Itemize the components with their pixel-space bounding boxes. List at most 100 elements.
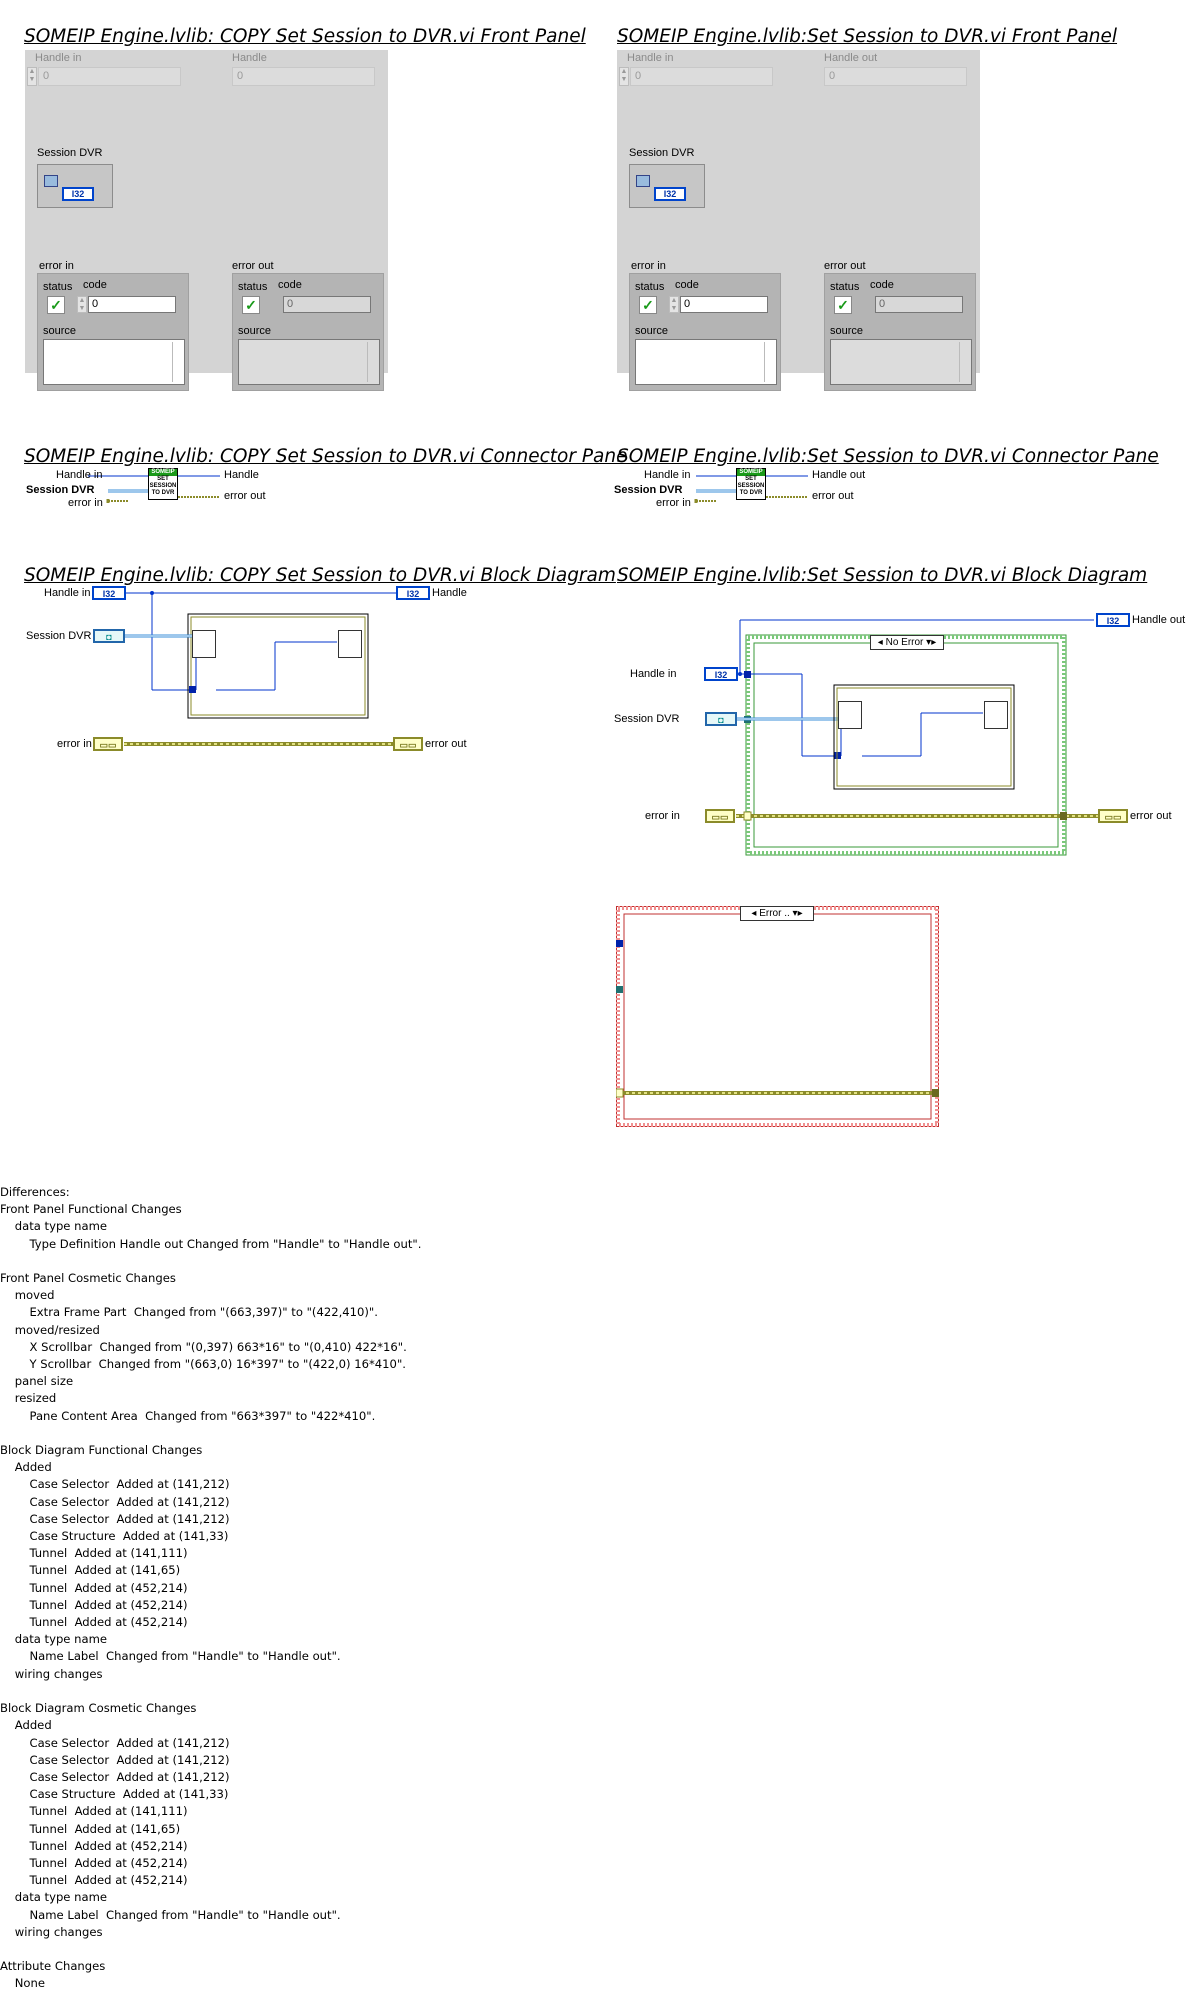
code-spinner[interactable]: ▲▼ [669, 296, 679, 313]
case-label: No Error [885, 637, 924, 648]
code-field[interactable]: 0 [88, 296, 176, 313]
i32-type-icon: I32 [62, 187, 94, 201]
source-field [830, 339, 972, 385]
source-field[interactable] [43, 339, 185, 385]
icon-line: SET [745, 476, 757, 482]
bd-handle-out-terminal[interactable]: I32 [396, 586, 430, 600]
code-field[interactable]: 0 [680, 296, 768, 313]
bd-error-in-label: error in [57, 738, 92, 750]
bd-handle-in-label: Handle in [44, 587, 91, 599]
status-check-icon[interactable]: ✓ [47, 296, 65, 314]
code-field: 0 [283, 296, 371, 313]
cp-error-in-label: error in [656, 497, 691, 509]
bd-session-dvr-terminal[interactable]: ◘ [705, 712, 737, 726]
left-block-diagram-title: SOMEIP Engine.lvlib: COPY Set Session to… [24, 565, 616, 586]
code-label: code [675, 279, 699, 291]
bd-error-in-terminal[interactable]: ▭▭ [93, 737, 123, 751]
error-out-label: error out [824, 260, 866, 272]
bd-session-dvr-label: Session DVR [26, 630, 92, 642]
code-label: code [278, 279, 302, 291]
right-front-panel-title: SOMEIP Engine.lvlib:Set Session to DVR.v… [617, 26, 1118, 47]
session-dvr-label: Session DVR [629, 147, 695, 159]
handle-in-spinner[interactable]: ▲▼ [619, 67, 629, 86]
handle-out-field: 0 [232, 67, 375, 86]
i32-type-icon: I32 [654, 187, 686, 201]
handle-out-label: Handle [232, 52, 267, 64]
bd-error-out-terminal[interactable]: ▭▭ [393, 737, 423, 751]
bd-error-in-terminal[interactable]: ▭▭ [705, 809, 735, 823]
vi-icon: SOMEIP SET SESSION TO DVR [148, 468, 178, 500]
session-dvr-label: Session DVR [37, 147, 103, 159]
right-connector-pane: Handle in Session DVR error in Handle ou… [612, 468, 912, 518]
session-dvr-control[interactable]: I32 [37, 164, 113, 208]
source-label: source [238, 325, 272, 337]
bd-handle-in-terminal[interactable]: I32 [704, 667, 738, 681]
status-check-icon[interactable]: ✓ [639, 296, 657, 314]
icon-line: SESSION [737, 483, 765, 489]
error-in-label: error in [39, 260, 74, 272]
write-dvr-icon[interactable] [338, 630, 362, 658]
session-dvr-control[interactable]: I32 [629, 164, 705, 208]
read-dvr-icon[interactable] [838, 701, 862, 729]
icon-line: TO DVR [151, 490, 175, 496]
cp-handle-in-label: Handle in [644, 469, 691, 481]
error-out-cluster: status code ✓ 0 source [824, 273, 976, 391]
status-check-icon: ✓ [834, 296, 852, 314]
code-spinner[interactable]: ▲▼ [77, 296, 87, 313]
right-block-diagram-title: SOMEIP Engine.lvlib:Set Session to DVR.v… [617, 565, 1148, 586]
bd-handle-out-terminal[interactable]: I32 [1096, 613, 1130, 627]
case-selector-error[interactable]: ◂ Error .. ▾▸ [740, 906, 814, 921]
status-label: status [43, 281, 73, 293]
bd-handle-in-terminal[interactable]: I32 [92, 586, 126, 600]
status-check-icon: ✓ [242, 296, 260, 314]
refnum-icon [44, 175, 58, 187]
handle-out-field: 0 [824, 67, 967, 86]
refnum-icon [636, 175, 650, 187]
icon-line: SET [157, 476, 169, 482]
bd-error-out-terminal[interactable]: ▭▭ [1098, 809, 1128, 823]
source-field[interactable] [635, 339, 777, 385]
bd-session-dvr-terminal[interactable]: ◘ [93, 629, 125, 643]
status-label: status [238, 281, 268, 293]
right-block-diagram: ◂ No Error ▾▸ I32 Handle out Handle in I… [612, 600, 1203, 870]
code-field: 0 [875, 296, 963, 313]
icon-line: SESSION [149, 483, 177, 489]
read-dvr-icon[interactable] [192, 630, 216, 658]
status-label: status [830, 281, 860, 293]
left-connector-pane-title: SOMEIP Engine.lvlib: COPY Set Session to… [24, 446, 628, 467]
bd-error-in-label: error in [645, 810, 680, 822]
differences-report: Differences: Front Panel Functional Chan… [0, 1185, 422, 1991]
cp-session-dvr-label: Session DVR [26, 484, 95, 496]
cp-error-out-label: error out [224, 490, 266, 502]
error-out-label: error out [232, 260, 274, 272]
case-selector-no-error[interactable]: ◂ No Error ▾▸ [870, 635, 944, 650]
source-label: source [635, 325, 669, 337]
error-in-label: error in [631, 260, 666, 272]
handle-in-field[interactable]: 0 [630, 67, 773, 86]
status-label: status [635, 281, 665, 293]
cp-session-dvr-label: Session DVR [614, 484, 683, 496]
icon-line: TO DVR [739, 490, 763, 496]
bd-handle-out-label: Handle [432, 587, 467, 599]
case-label: Error .. [759, 908, 790, 919]
right-bd-wires [736, 619, 1098, 856]
right-connector-pane-title: SOMEIP Engine.lvlib:Set Session to DVR.v… [617, 446, 1159, 467]
error-out-cluster: status code ✓ 0 source [232, 273, 384, 391]
icon-line: SOMEIP [737, 469, 765, 476]
handle-in-field[interactable]: 0 [38, 67, 181, 86]
cp-error-in-label: error in [68, 497, 103, 509]
error-case-frame [616, 906, 939, 1127]
cp-handle-out-label: Handle [224, 469, 259, 481]
left-bd-wires [124, 591, 396, 746]
cp-handle-in-label: Handle in [56, 469, 103, 481]
code-label: code [870, 279, 894, 291]
left-front-panel-title: SOMEIP Engine.lvlib: COPY Set Session to… [24, 26, 586, 47]
write-dvr-icon[interactable] [984, 701, 1008, 729]
bd-session-dvr-label: Session DVR [614, 713, 680, 725]
bd-error-out-label: error out [425, 738, 467, 750]
handle-in-label: Handle in [627, 52, 674, 64]
handle-in-spinner[interactable]: ▲▼ [27, 67, 37, 86]
source-label: source [43, 325, 77, 337]
left-front-panel: Handle in ▲▼ 0 Handle 0 Session DVR I32 … [25, 50, 388, 391]
handle-out-label: Handle out [824, 52, 878, 64]
